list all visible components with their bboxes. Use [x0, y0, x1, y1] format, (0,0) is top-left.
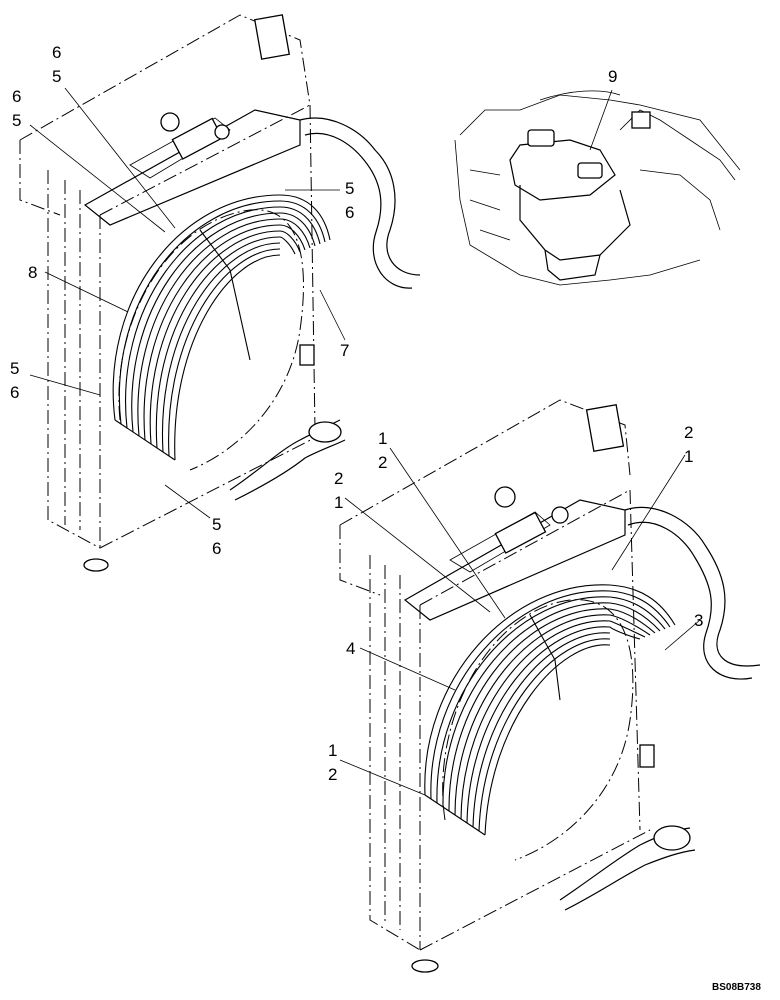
- callout-1: 1: [328, 741, 337, 760]
- callout-5: 5: [212, 515, 221, 534]
- callout-2: 2: [378, 453, 387, 472]
- callout-5: 5: [10, 359, 19, 378]
- callout-1: 1: [684, 447, 693, 466]
- callout-labels: 6 5 6 5 5 6 8 7 5 6 5 6 9 1 2 2 1 2 1 4 …: [10, 43, 761, 993]
- callout-5: 5: [345, 179, 354, 198]
- reference-code: BS08B738: [712, 982, 761, 993]
- callout-3: 3: [694, 611, 703, 630]
- callout-6: 6: [10, 383, 19, 402]
- callout-9: 9: [608, 67, 617, 86]
- callout-4: 4: [346, 639, 355, 658]
- callout-1: 1: [378, 429, 387, 448]
- radiator-assembly-lower: [339, 399, 761, 973]
- callout-5: 5: [12, 111, 21, 130]
- callout-2: 2: [328, 765, 337, 784]
- cooler-coil-lower: [424, 584, 676, 836]
- callout-1: 1: [334, 493, 343, 512]
- callout-6: 6: [12, 87, 21, 106]
- cooler-coil-upper: [112, 194, 331, 461]
- callout-7: 7: [340, 341, 349, 360]
- engine-mount-detail: [454, 90, 741, 286]
- callout-2: 2: [334, 469, 343, 488]
- radiator-assembly-upper: [19, 14, 421, 572]
- callout-5: 5: [52, 67, 61, 86]
- callout-8: 8: [28, 263, 37, 282]
- callout-2: 2: [684, 423, 693, 442]
- callout-6: 6: [212, 539, 221, 558]
- callout-6: 6: [345, 203, 354, 222]
- callout-6: 6: [52, 43, 61, 62]
- leader-lines: [29, 87, 701, 796]
